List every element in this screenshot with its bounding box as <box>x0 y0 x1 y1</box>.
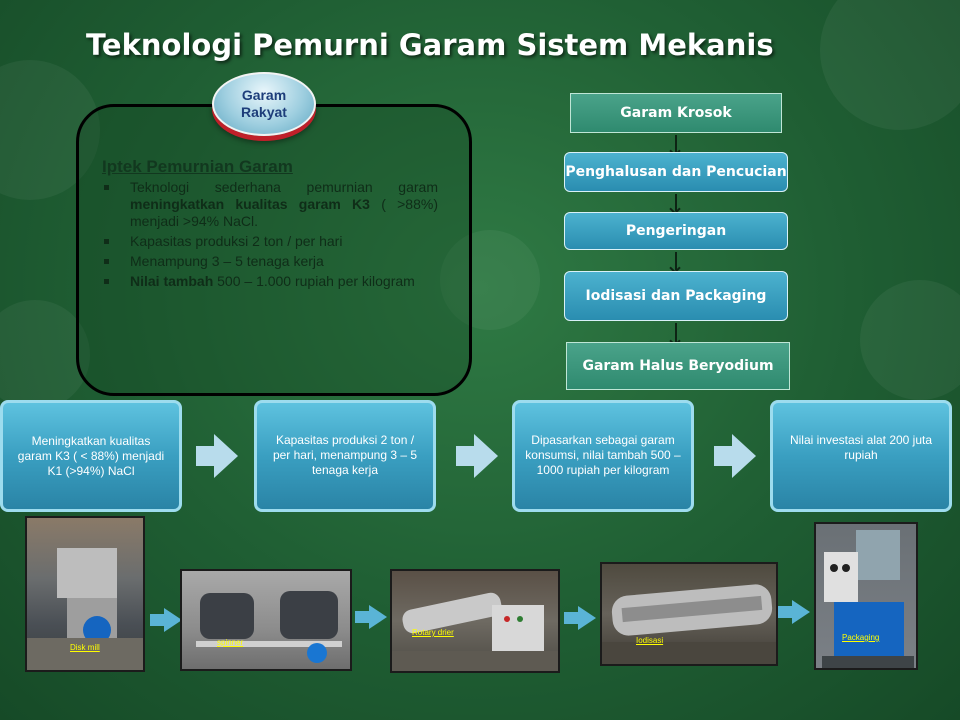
slide-title: Teknologi Pemurni Garam Sistem Mekanis <box>86 28 774 62</box>
rotary-drier-photo <box>390 569 560 673</box>
flow-arrow-icon <box>675 135 677 153</box>
flow-arrow-icon <box>675 194 677 211</box>
iptek-item: Nilai tambah 500 – 1.000 rupiah per kilo… <box>102 273 438 290</box>
packaging-machine-icon <box>822 530 914 668</box>
garam-rakyat-badge: Garam Rakyat <box>212 72 316 136</box>
iptek-list: Teknologi sederhana pemurnian garam meni… <box>102 179 438 290</box>
background-flower <box>0 300 90 410</box>
iodisasi-label: Iodisasi <box>636 636 664 645</box>
badge-line-1: Garam <box>241 87 287 103</box>
flow-step-pengeringan: Pengeringan <box>564 212 788 250</box>
chevron-arrow-icon <box>732 434 756 478</box>
packaging-label: Packaging <box>842 633 880 642</box>
iptek-item4-post: 500 – 1.000 rupiah per kilogram <box>213 273 415 289</box>
iptek-item1-post: ( >88%) menjadi >94% NaCl. <box>130 196 438 229</box>
rotary-drier-machine-icon <box>392 592 558 671</box>
chevron-arrow-icon <box>196 446 216 466</box>
flow-step-penghalusan: Penghalusan dan Pencucian <box>564 152 788 192</box>
iptek-item1-pre: Teknologi sederhana pemurnian garam <box>130 179 438 195</box>
disk-mill-machine-icon <box>27 548 143 670</box>
summary-card-kualitas: Meningkatkan kualitas garam K3 ( < 88%) … <box>0 400 182 512</box>
iptek-item1-bold: meningkatkan kualitas garam K3 <box>130 196 370 212</box>
disk-mill-photo <box>25 516 145 672</box>
right-arrow-icon <box>778 600 810 624</box>
right-arrow-icon <box>355 605 387 629</box>
chevron-arrow-icon <box>456 446 476 466</box>
right-arrow-icon <box>150 608 182 632</box>
iodisasi-machine-icon <box>602 584 776 664</box>
iptek-item4-bold: Nilai tambah <box>130 273 214 289</box>
chevron-arrow-icon <box>714 446 734 466</box>
summary-card-investasi: Nilai investasi alat 200 juta rupiah <box>770 400 952 512</box>
iptek-section: Iptek Pemurnian Garam Teknologi sederhan… <box>102 158 438 293</box>
flow-arrow-icon <box>675 252 677 270</box>
flow-step-garam-halus: Garam Halus Beryodium <box>566 342 790 390</box>
rotary-drier-label: Rotary drier <box>412 628 454 637</box>
spinner-label: spinner <box>217 638 244 647</box>
iptek-heading: Iptek Pemurnian Garam <box>102 157 293 176</box>
flow-arrow-icon <box>675 323 677 343</box>
chevron-arrow-icon <box>474 434 498 478</box>
iptek-item: Kapasitas produksi 2 ton / per hari <box>102 233 438 250</box>
chevron-arrow-icon <box>214 434 238 478</box>
flow-step-iodisasi: Iodisasi dan Packaging <box>564 271 788 321</box>
disk-mill-label: Disk mill <box>70 643 100 652</box>
iptek-item: Menampung 3 – 5 tenaga kerja <box>102 253 438 270</box>
summary-card-kapasitas: Kapasitas produksi 2 ton / per hari, men… <box>254 400 436 512</box>
background-flower <box>440 230 540 330</box>
summary-card-pemasaran: Dipasarkan sebagai garam konsumsi, nilai… <box>512 400 694 512</box>
background-flower <box>820 0 960 130</box>
iptek-item: Teknologi sederhana pemurnian garam meni… <box>102 179 438 230</box>
spinner-machine-icon <box>196 591 342 663</box>
badge-line-2: Rakyat <box>241 104 287 120</box>
flow-step-garam-krosok: Garam Krosok <box>570 93 782 133</box>
background-flower <box>860 280 960 400</box>
packaging-photo <box>814 522 918 670</box>
info-panel <box>76 104 472 396</box>
iodisasi-photo <box>600 562 778 666</box>
right-arrow-icon <box>564 606 596 630</box>
spinner-photo <box>180 569 352 671</box>
